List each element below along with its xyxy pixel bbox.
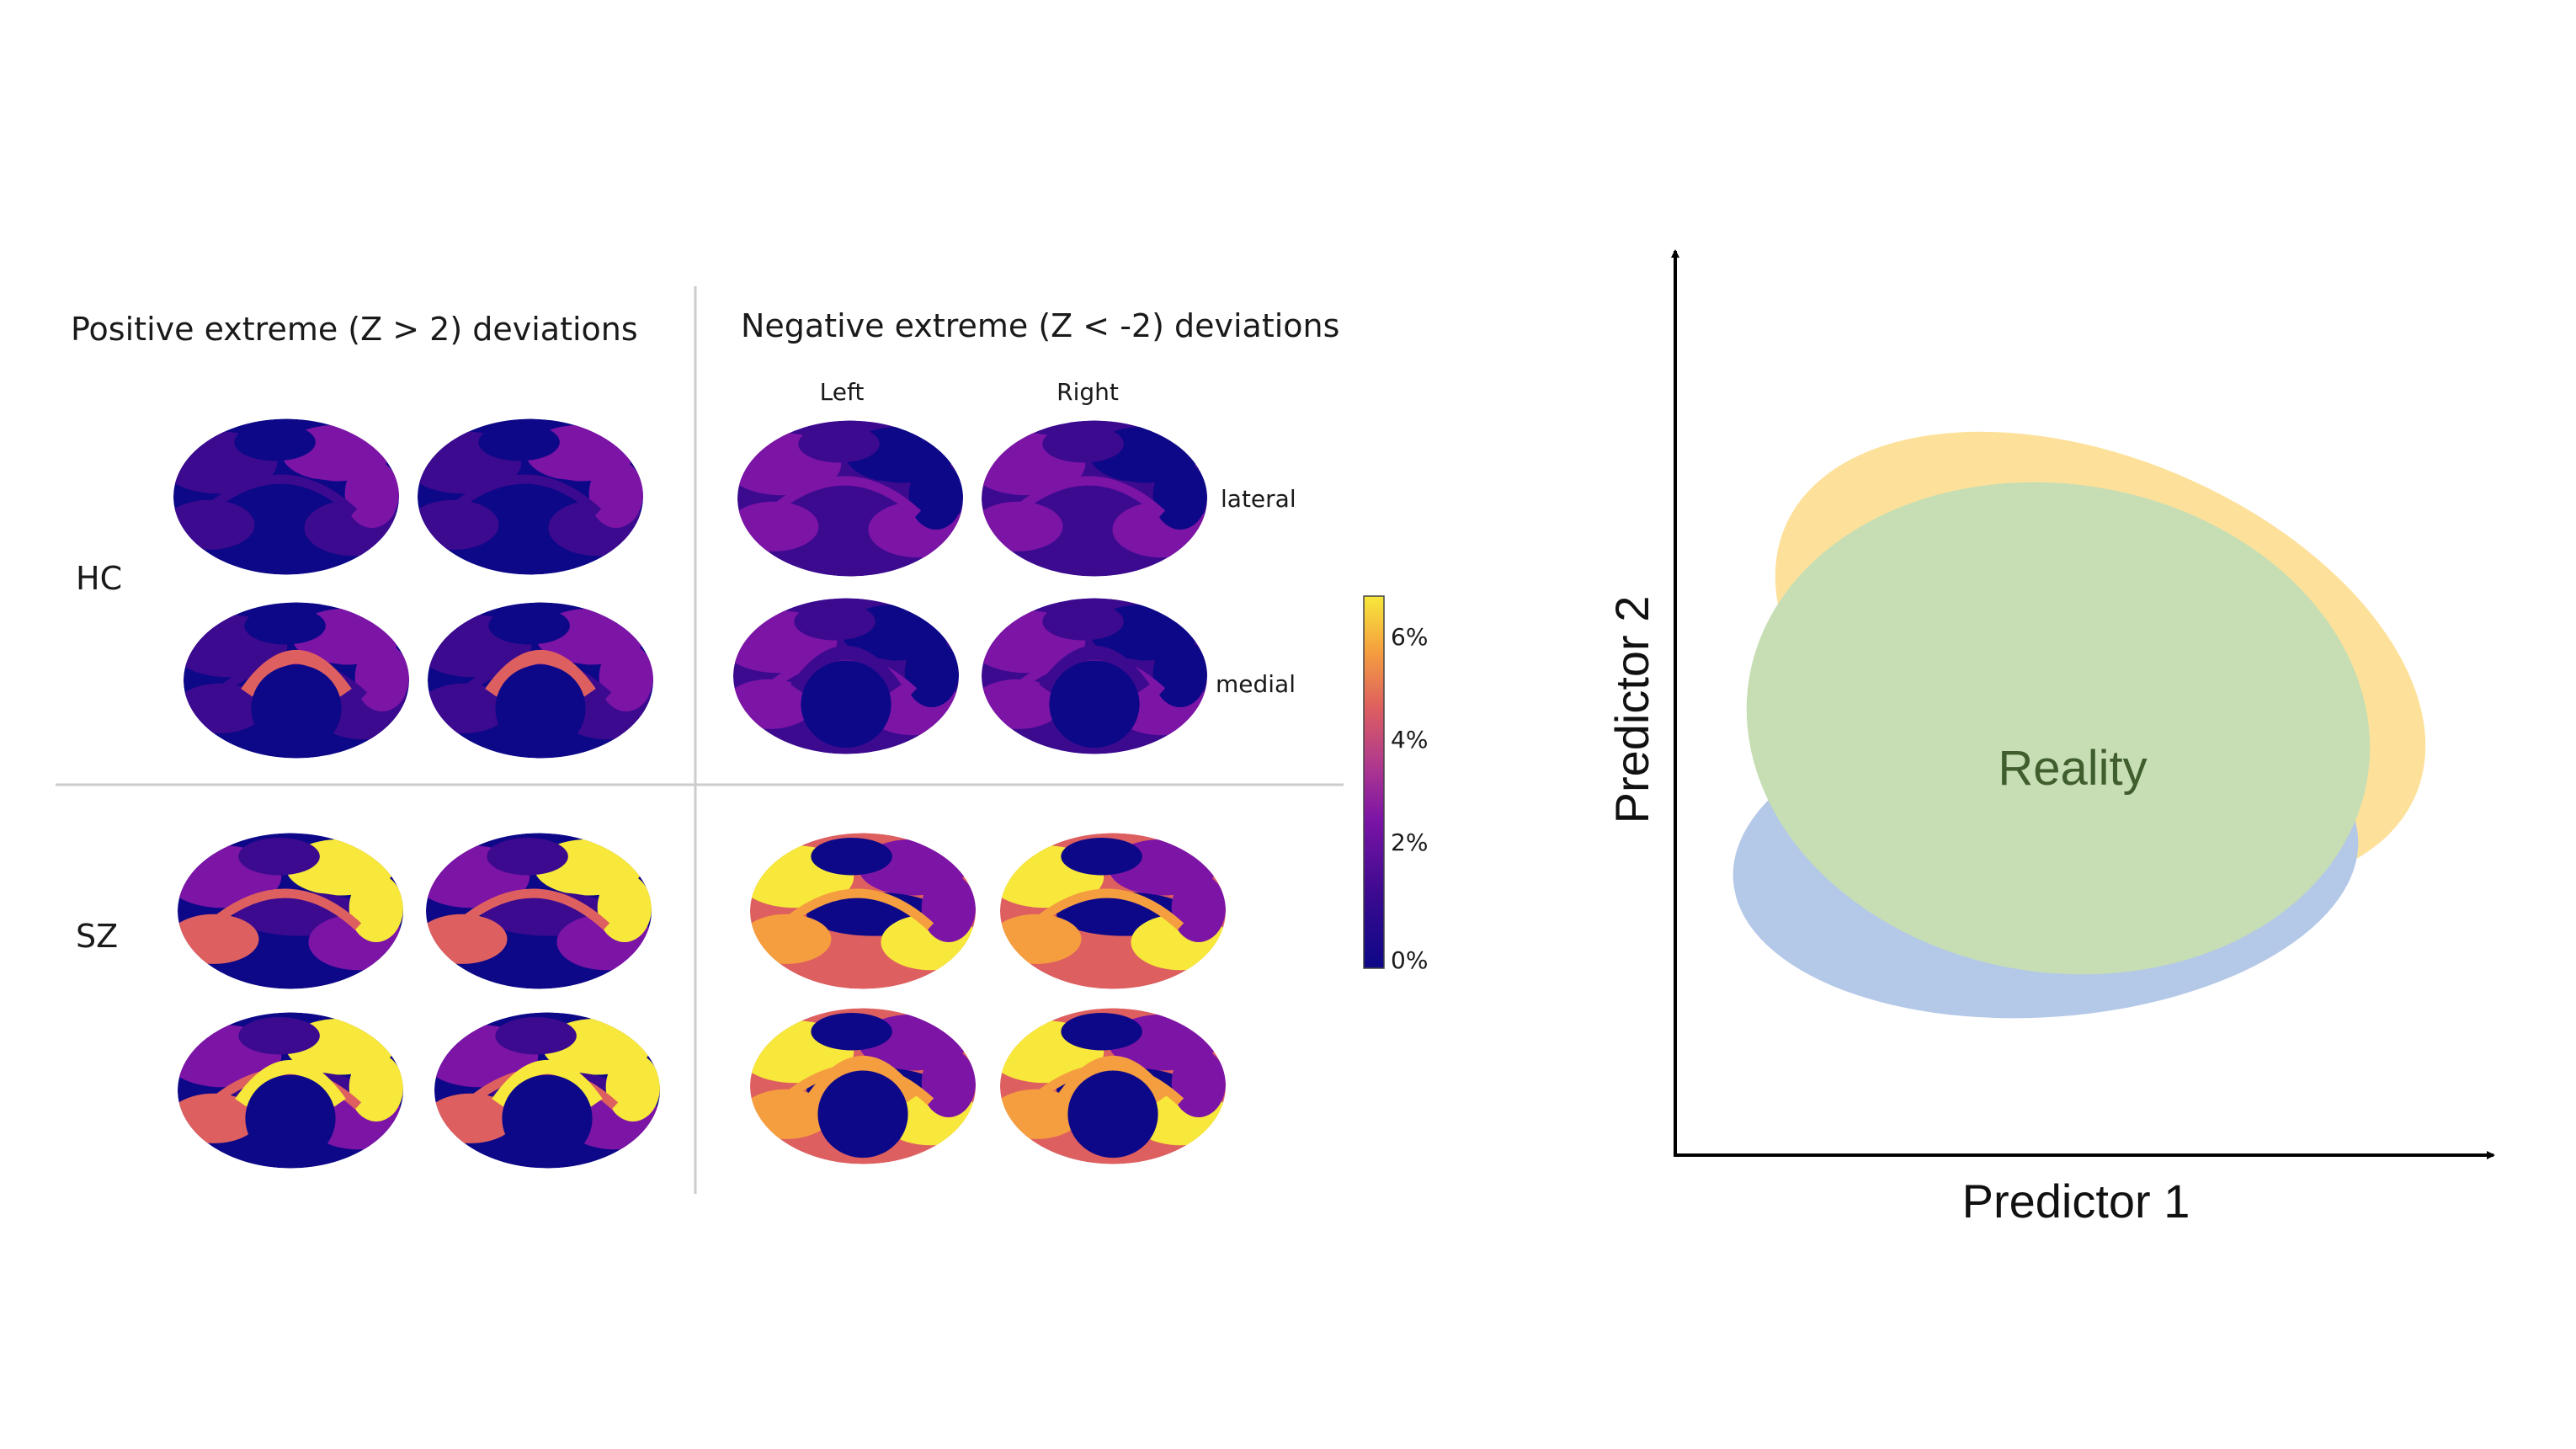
brain-hc-neg-left-lateral [737, 420, 963, 577]
colorbar-tick-6: 6% [1391, 623, 1428, 651]
colorbar-tick-2: 2% [1391, 828, 1428, 856]
y-axis-label: Predictor 2 [1605, 596, 1658, 824]
brain-hc-pos-left-lateral [173, 418, 399, 575]
brain-sz-neg-right-medial-ring [1057, 1055, 1168, 1103]
brain-surfaces [173, 418, 1226, 1169]
brain-sz-pos-right-medial-ring [492, 1059, 603, 1107]
brain-sz-pos-left-medial-center [245, 1074, 336, 1163]
brain-hc-neg-left-medial-ring [790, 645, 902, 693]
brain-hc-neg-right-medial-ring [1039, 645, 1150, 693]
hc-group-label: HC [76, 560, 122, 597]
reality-ellipse [1746, 482, 2371, 975]
right-hemisphere-label: Right [1056, 378, 1119, 406]
lateral-view-label: lateral [1221, 485, 1296, 513]
sz-group-label: SZ [76, 918, 118, 955]
brain-hc-neg-right-lateral [982, 420, 1207, 577]
brain-hc-pos-right-medial-ring [485, 649, 596, 697]
brain-sz-pos-right-lateral [426, 833, 652, 989]
negative-deviation-title: Negative extreme (Z < -2) deviations [741, 307, 1339, 344]
brain-sz-pos-right-medial-center [502, 1074, 593, 1163]
brain-sz-neg-left-medial-center [817, 1070, 908, 1159]
x-axis-label: Predictor 1 [1962, 1175, 2190, 1228]
reality-label: Reality [1998, 741, 2147, 796]
brain-hc-pos-left-medial-ring [241, 649, 352, 697]
left-hemisphere-label: Left [820, 378, 865, 406]
colorbar-gradient [1363, 595, 1385, 969]
brain-hc-pos-left-medial-center [251, 664, 342, 753]
brain-map-figure: Positive extreme (Z > 2) deviations Nega… [56, 286, 1428, 1194]
brain-sz-neg-left-medial-ring [807, 1055, 918, 1103]
brain-sz-neg-right-medial-center [1067, 1070, 1158, 1159]
predictor-diagram: Reality Predictor 1 Predictor 2 [1605, 249, 2495, 1228]
brain-sz-pos-left-lateral [178, 833, 403, 989]
brain-sz-pos-left-medial-ring [235, 1059, 346, 1107]
colorbar: 6% 4% 2% 0% [1363, 595, 1428, 974]
brain-hc-neg-left-medial-center [801, 660, 891, 748]
colorbar-tick-4: 4% [1391, 726, 1428, 754]
positive-deviation-title: Positive extreme (Z > 2) deviations [71, 311, 638, 348]
brain-sz-neg-right-lateral [1000, 833, 1226, 989]
brain-sz-neg-left-lateral [750, 833, 976, 989]
brain-hc-pos-right-medial-center [495, 664, 586, 753]
brain-hc-neg-right-medial-center [1049, 660, 1140, 748]
colorbar-tick-0: 0% [1391, 946, 1428, 974]
brain-hc-pos-right-lateral [418, 418, 643, 575]
medial-view-label: medial [1216, 670, 1296, 698]
